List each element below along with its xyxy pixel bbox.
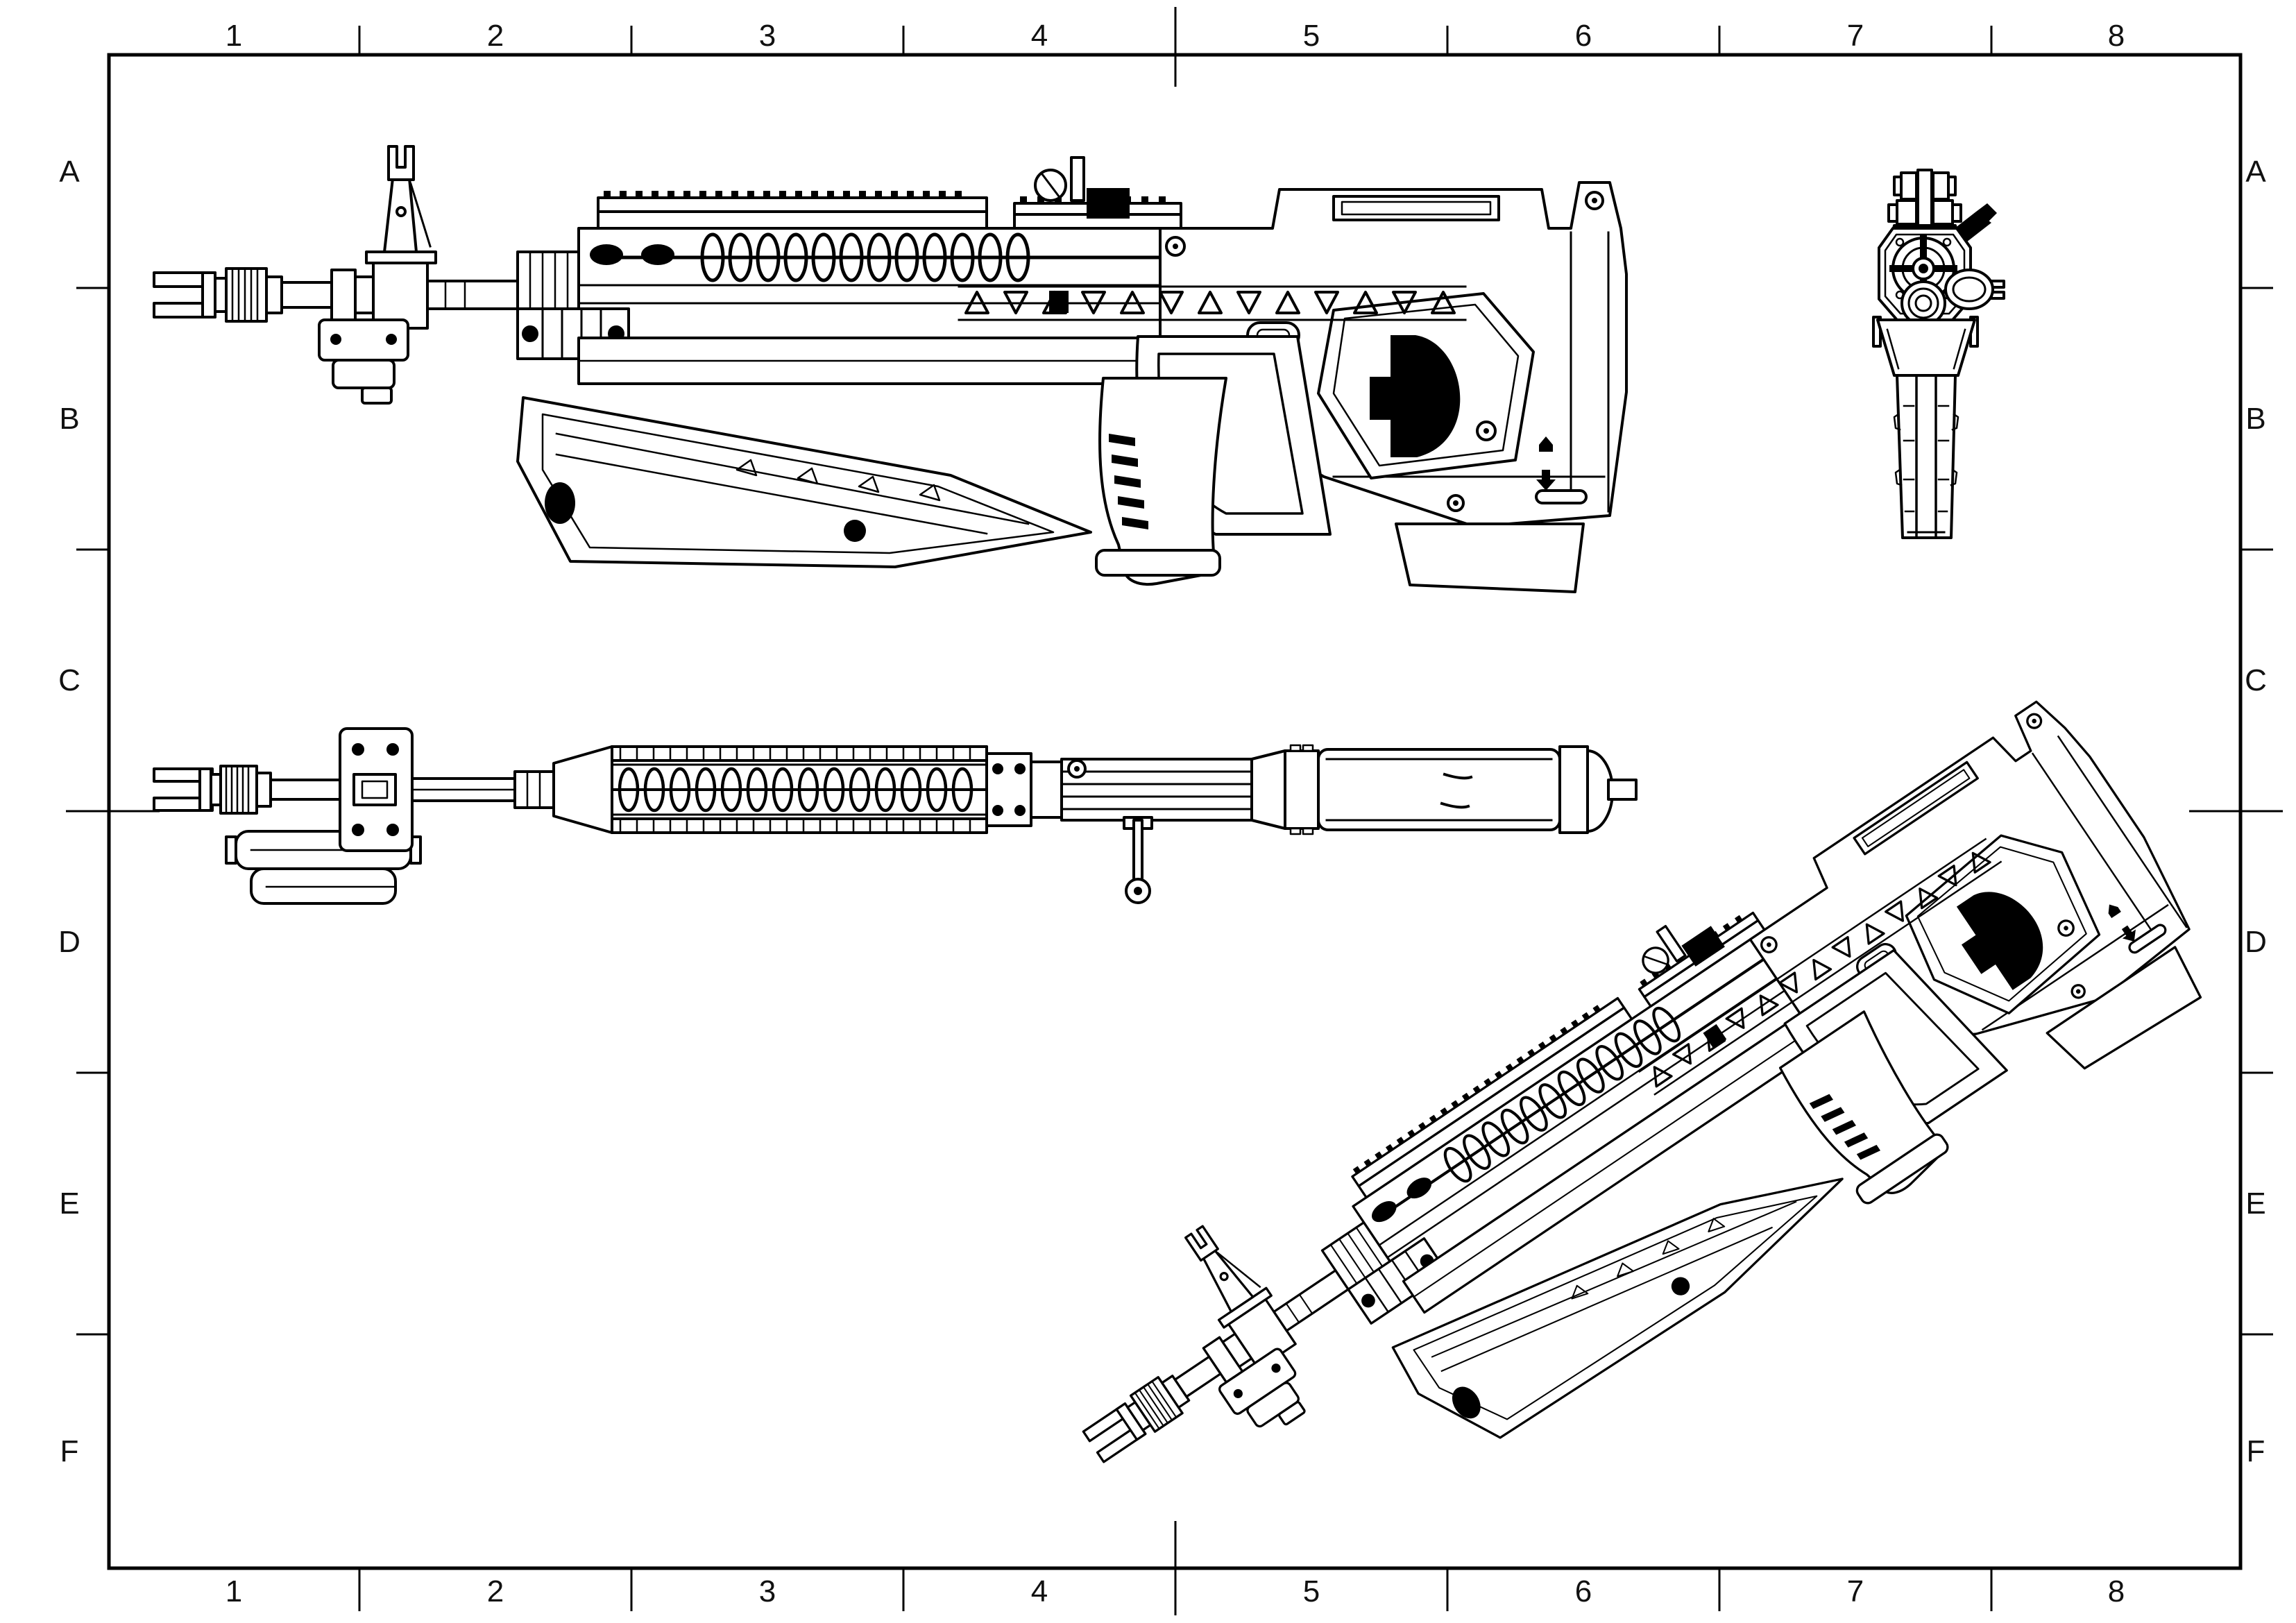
col-label-bottom-4: 4 xyxy=(1031,1574,1048,1608)
frame-ticks-left xyxy=(66,287,160,1336)
frame-ticks-top xyxy=(358,7,1993,87)
grid-labels: 1 2 3 4 5 6 7 8 1 2 3 4 5 6 7 8 A B C D … xyxy=(58,19,2267,1608)
row-label-right-a: A xyxy=(2245,155,2266,189)
row-label-left-c: C xyxy=(58,663,80,697)
drawing-frame xyxy=(66,7,2283,1615)
row-label-left-b: B xyxy=(59,402,79,436)
row-label-right-e: E xyxy=(2245,1187,2265,1221)
front-sight-top xyxy=(339,727,414,852)
col-label-top-8: 8 xyxy=(2108,19,2125,53)
row-label-right-b: B xyxy=(2245,402,2265,436)
heat-spring-coil-top xyxy=(618,767,973,813)
receiver-shoulders-front xyxy=(1872,316,1979,377)
col-label-bottom-5: 5 xyxy=(1303,1574,1320,1608)
row-label-left-e: E xyxy=(59,1187,79,1221)
col-label-bottom-3: 3 xyxy=(759,1574,776,1608)
col-label-top-6: 6 xyxy=(1575,19,1592,53)
col-label-top-2: 2 xyxy=(487,19,504,53)
barrel-extension-top xyxy=(985,752,1253,904)
view-top-plan xyxy=(153,727,1638,905)
barrel-ring xyxy=(1900,280,1946,326)
col-label-top-3: 3 xyxy=(759,19,776,53)
handguard-top xyxy=(552,745,988,834)
col-label-top-1: 1 xyxy=(226,19,242,53)
col-label-top-4: 4 xyxy=(1031,19,1048,53)
frame-ticks-right xyxy=(2189,287,2283,1336)
gas-tube-ring xyxy=(1944,269,2005,310)
col-label-bottom-8: 8 xyxy=(2108,1574,2125,1608)
charging-lever-tip xyxy=(1976,203,1997,223)
muzzle-brake-top xyxy=(153,765,258,815)
col-label-bottom-7: 7 xyxy=(1847,1574,1864,1608)
receiver-top xyxy=(1250,744,1561,835)
muzzle-housing-front xyxy=(1878,224,1972,321)
col-label-top-5: 5 xyxy=(1303,19,1320,53)
col-label-top-7: 7 xyxy=(1847,19,1864,53)
row-label-left-f: F xyxy=(60,1434,79,1468)
view-front xyxy=(1872,169,2005,539)
stock-column-front xyxy=(1893,374,1959,539)
buttstock-top xyxy=(1558,745,1638,834)
row-label-left-a: A xyxy=(59,155,80,189)
col-label-bottom-6: 6 xyxy=(1575,1574,1592,1608)
row-label-right-c: C xyxy=(2245,663,2267,697)
col-label-bottom-2: 2 xyxy=(487,1574,504,1608)
row-label-right-d: D xyxy=(2245,925,2267,959)
frame-ticks-bottom xyxy=(358,1521,1993,1615)
row-label-left-d: D xyxy=(58,925,80,959)
col-label-bottom-1: 1 xyxy=(226,1574,242,1608)
row-label-right-f: F xyxy=(2247,1434,2265,1468)
view-side-profile xyxy=(154,146,1626,592)
